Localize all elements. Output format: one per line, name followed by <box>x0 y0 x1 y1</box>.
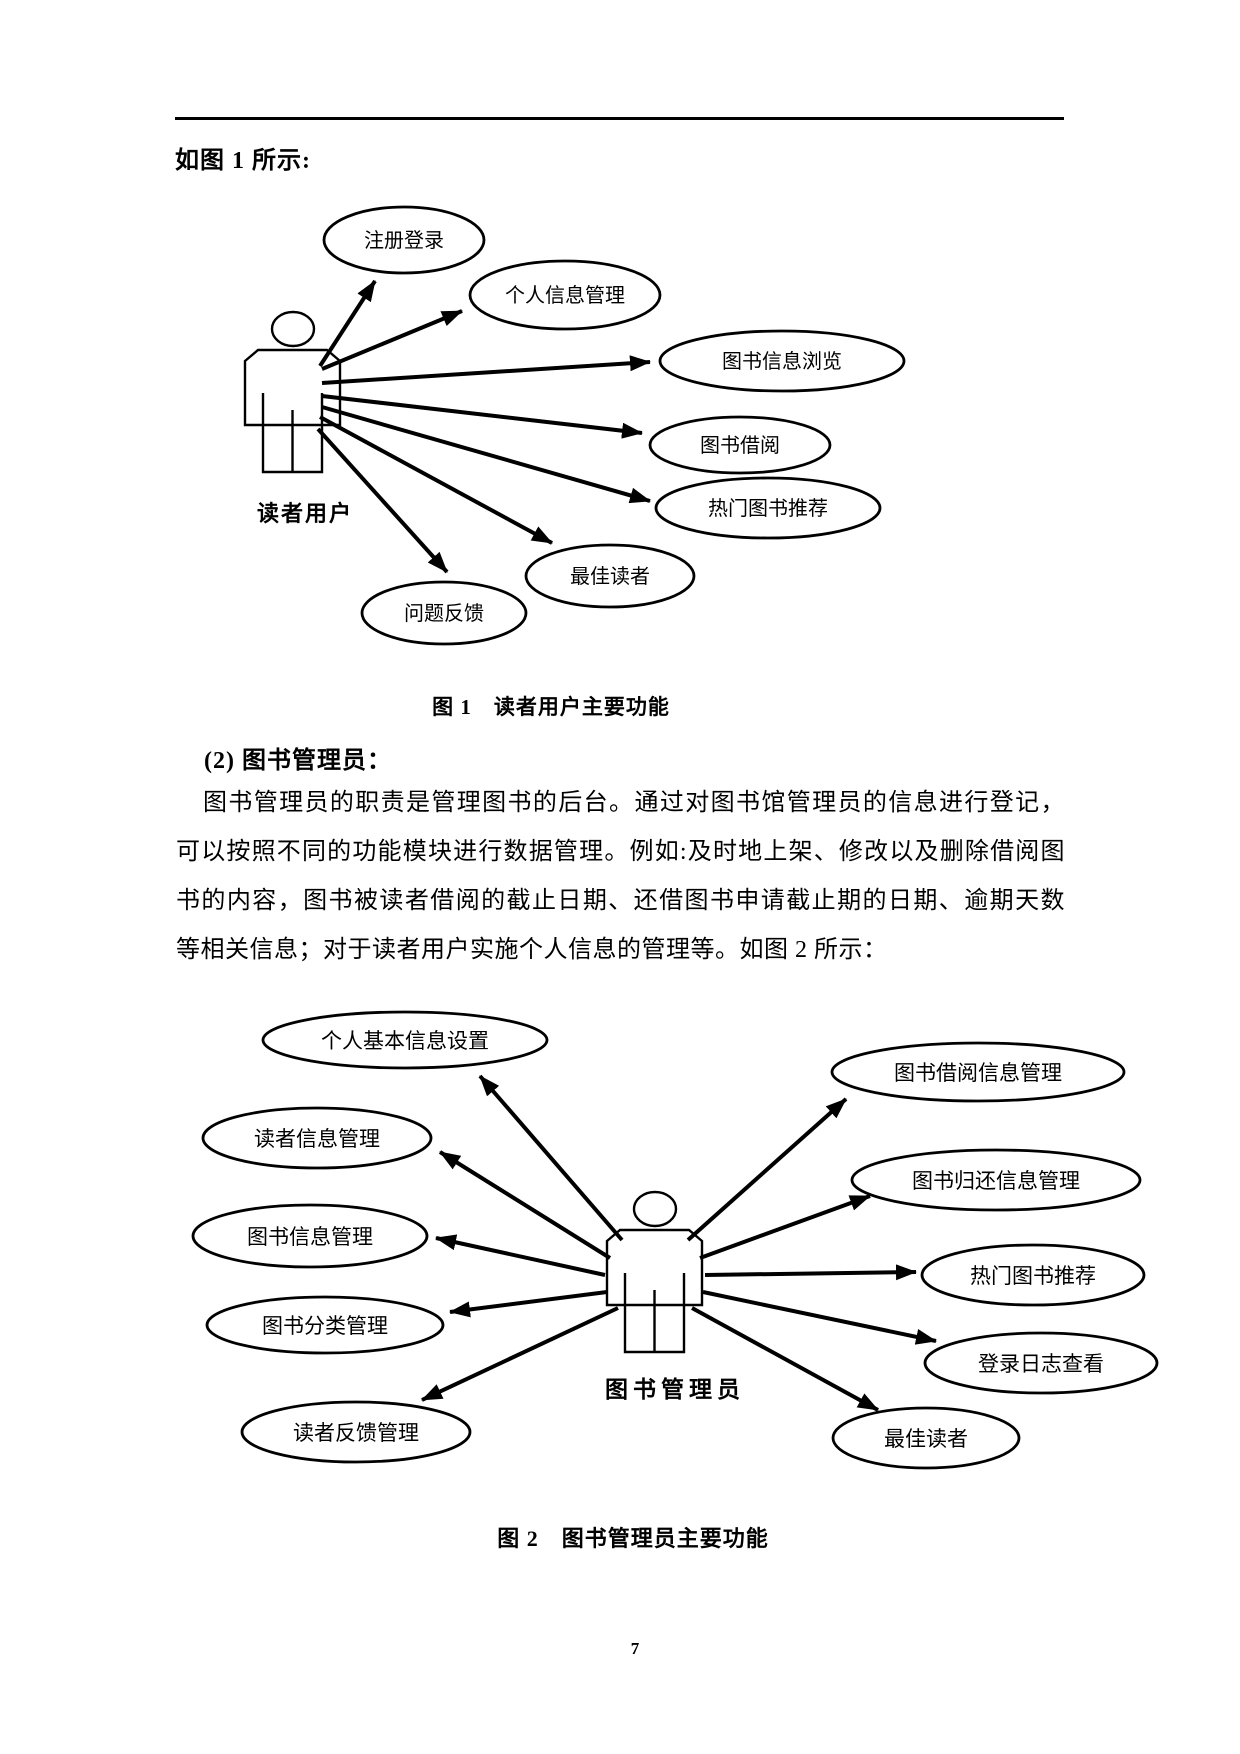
use-case-ellipse <box>240 1400 472 1464</box>
use-case-ellipse <box>920 1243 1146 1307</box>
use-case-label: 图书分类管理 <box>262 1314 388 1338</box>
use-case-ellipse <box>923 1331 1159 1395</box>
arrow-to-best-reader <box>319 415 553 545</box>
paragraph-line: 等相关信息；对于读者用户实施个人信息的管理等。如图 2 所示： <box>176 937 888 963</box>
use-case-ellipse <box>261 1010 549 1070</box>
body-paragraph: 图书管理员的职责是管理图书的后台。通过对图书馆管理员的信息进行登记， 可以按照不… <box>176 779 1065 975</box>
fig2-use-cases-right <box>830 1041 1159 1470</box>
arrow-to-book-borrow <box>321 394 643 439</box>
use-case-label: 个人基本信息设置 <box>321 1029 489 1053</box>
use-case-ellipse <box>468 259 662 331</box>
use-case-ellipse <box>524 543 696 609</box>
arrow-to-return-info <box>699 1194 871 1260</box>
use-case-label: 图书信息管理 <box>247 1225 373 1249</box>
reader-actor-icon <box>243 310 342 474</box>
use-case-label: 读者反馈管理 <box>293 1421 419 1445</box>
arrow-to-reader-feedback <box>421 1306 619 1402</box>
fig1-use-case-labels: 注册登录 个人信息管理 图书信息浏览 图书借阅 热门图书推荐 最佳读者 问题反馈 <box>364 229 842 625</box>
use-case-label: 注册登录 <box>364 229 444 252</box>
arrow-to-hot-books <box>321 405 651 504</box>
arrow-to-book-browse <box>321 355 651 385</box>
arrow-to-book-category <box>449 1290 608 1318</box>
use-case-label: 问题反馈 <box>404 602 484 625</box>
intro-text: 如图 1 所示: <box>175 148 311 174</box>
fig2-use-case-labels: 个人基本信息设置 读者信息管理 图书信息管理 图书分类管理 读者反馈管理 图书借… <box>247 1029 1104 1451</box>
use-case-label: 图书借阅信息管理 <box>894 1061 1062 1085</box>
actor-head <box>270 310 316 348</box>
use-case-ellipse <box>648 415 832 475</box>
actor-head <box>632 1190 678 1228</box>
fig2-association-arrows <box>421 1074 937 1412</box>
arrow-to-borrow-info <box>686 1097 848 1242</box>
arrow-to-register-login <box>318 279 377 368</box>
page-number: 7 <box>630 1639 640 1658</box>
use-case-ellipse <box>850 1148 1142 1212</box>
paragraph-line: 图书管理员的职责是管理图书的后台。通过对图书馆管理员的信息进行登记， <box>203 790 1065 816</box>
reader-actor-label: 读者用户 <box>257 501 353 526</box>
arrow-to-book-info <box>435 1234 606 1277</box>
use-case-label: 热门图书推荐 <box>970 1264 1096 1288</box>
use-case-ellipse <box>360 580 528 646</box>
arrow-to-best-reader <box>691 1306 879 1412</box>
fig1-use-cases <box>322 205 906 646</box>
use-case-label: 读者信息管理 <box>254 1127 380 1151</box>
use-case-label: 热门图书推荐 <box>708 497 828 520</box>
paragraph-line: 可以按照不同的功能模块进行数据管理。例如:及时地上架、修改以及删除借阅图 <box>176 839 1065 865</box>
librarian-actor-icon <box>605 1190 704 1354</box>
actor-torso <box>243 348 342 427</box>
section-heading: (2) 图书管理员： <box>204 748 392 774</box>
arrow-to-reader-info <box>438 1150 612 1260</box>
actor-torso <box>605 1228 704 1307</box>
fig1-association-arrows <box>316 279 651 574</box>
use-case-label: 图书借阅 <box>700 434 780 457</box>
figure1-caption: 图 1 读者用户主要功能 <box>432 695 670 719</box>
paragraph-line: 书的内容，图书被读者借阅的截止日期、还借图书申请截止期的日期、逾期天数 <box>176 888 1065 914</box>
use-case-ellipse <box>658 329 906 393</box>
arrow-to-feedback <box>316 427 449 574</box>
use-case-ellipse <box>191 1203 429 1269</box>
use-case-label: 最佳读者 <box>884 1427 968 1451</box>
arrow-to-login-log <box>702 1290 937 1345</box>
use-case-ellipse <box>831 1406 1021 1470</box>
use-case-ellipse <box>205 1295 445 1355</box>
use-case-label: 登录日志查看 <box>978 1352 1104 1376</box>
use-case-ellipse <box>654 476 882 540</box>
fig2-use-cases-left <box>191 1010 549 1464</box>
use-case-label: 个人信息管理 <box>505 284 625 307</box>
use-case-ellipse <box>201 1106 433 1170</box>
use-case-label: 最佳读者 <box>570 565 650 588</box>
use-case-label: 图书信息浏览 <box>722 350 842 373</box>
figure2-usecase-diagram: 个人基本信息设置 读者信息管理 图书信息管理 图书分类管理 读者反馈管理 图书借… <box>191 1010 1159 1470</box>
figure2-caption: 图 2 图书管理员主要功能 <box>497 1526 769 1551</box>
arrow-to-personal-basic-info <box>478 1074 624 1242</box>
librarian-actor-label: 图书管理员 <box>605 1376 745 1402</box>
use-case-ellipse <box>322 205 486 275</box>
use-case-label: 图书归还信息管理 <box>912 1169 1080 1193</box>
use-case-ellipse <box>830 1041 1126 1103</box>
header-rule <box>175 117 1064 120</box>
arrow-to-hot-books <box>704 1264 917 1281</box>
arrow-to-personal-info <box>321 309 463 371</box>
figure1-usecase-diagram: 注册登录 个人信息管理 图书信息浏览 图书借阅 热门图书推荐 最佳读者 问题反馈… <box>243 205 906 646</box>
